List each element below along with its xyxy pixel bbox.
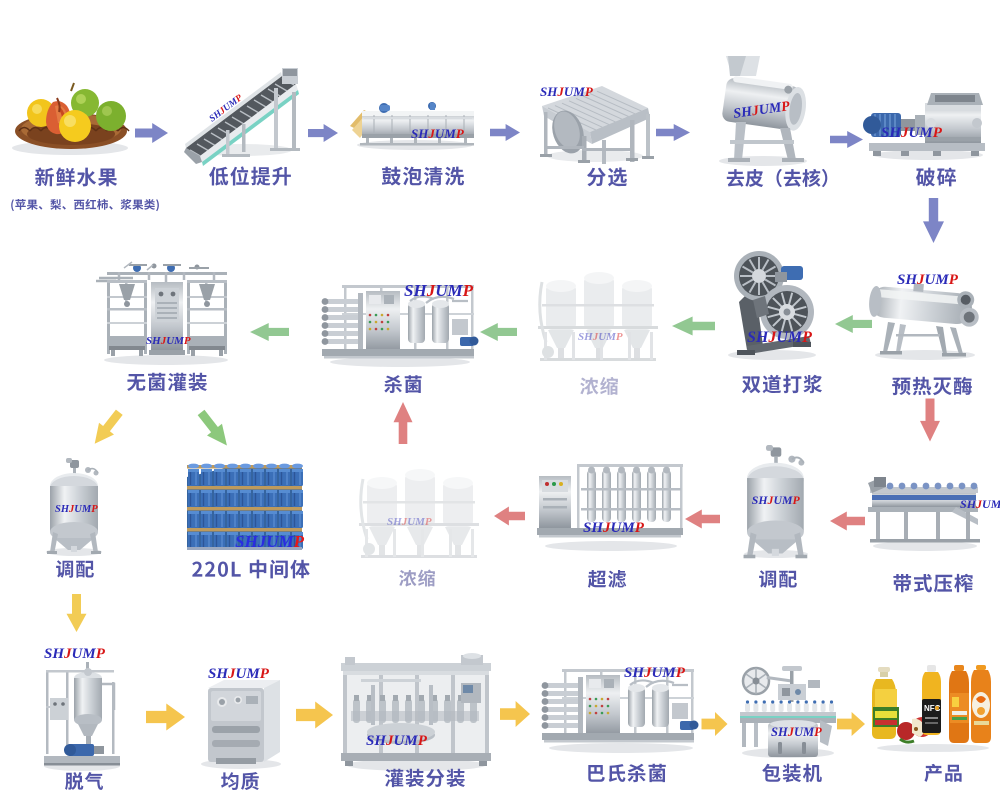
svg-text:SHJUMP: SHJUMP <box>771 725 822 739</box>
svg-text:SHJUMP: SHJUMP <box>752 493 801 507</box>
svg-text:SHJUMP: SHJUMP <box>55 504 98 515</box>
svg-text:SHJUMP: SHJUMP <box>960 497 1000 511</box>
svg-text:SHJUMP: SHJUMP <box>732 99 791 122</box>
svg-text:SHJUMP: SHJUMP <box>208 666 270 682</box>
svg-text:SHJUMP: SHJUMP <box>747 329 812 346</box>
svg-text:SHJUMP: SHJUMP <box>208 93 245 124</box>
svg-text:SHJUMP: SHJUMP <box>897 272 959 288</box>
svg-text:SHJUMP: SHJUMP <box>583 520 645 536</box>
svg-text:SHJUMP: SHJUMP <box>578 331 623 343</box>
svg-text:SHJUMP: SHJUMP <box>881 125 943 141</box>
svg-text:SHJUMP: SHJUMP <box>44 646 106 662</box>
svg-text:SHJUMP: SHJUMP <box>624 665 686 681</box>
svg-text:SHJUMP: SHJUMP <box>387 516 432 528</box>
svg-text:SHJUMP: SHJUMP <box>404 281 474 300</box>
svg-text:SHJUMP: SHJUMP <box>235 532 305 551</box>
svg-text:SHJUMP: SHJUMP <box>366 733 428 749</box>
svg-text:SHJUMP: SHJUMP <box>540 84 594 99</box>
svg-text:SHJUMP: SHJUMP <box>146 335 191 347</box>
svg-text:SHJUMP: SHJUMP <box>411 126 465 141</box>
svg-text:NFC: NFC <box>924 704 941 713</box>
